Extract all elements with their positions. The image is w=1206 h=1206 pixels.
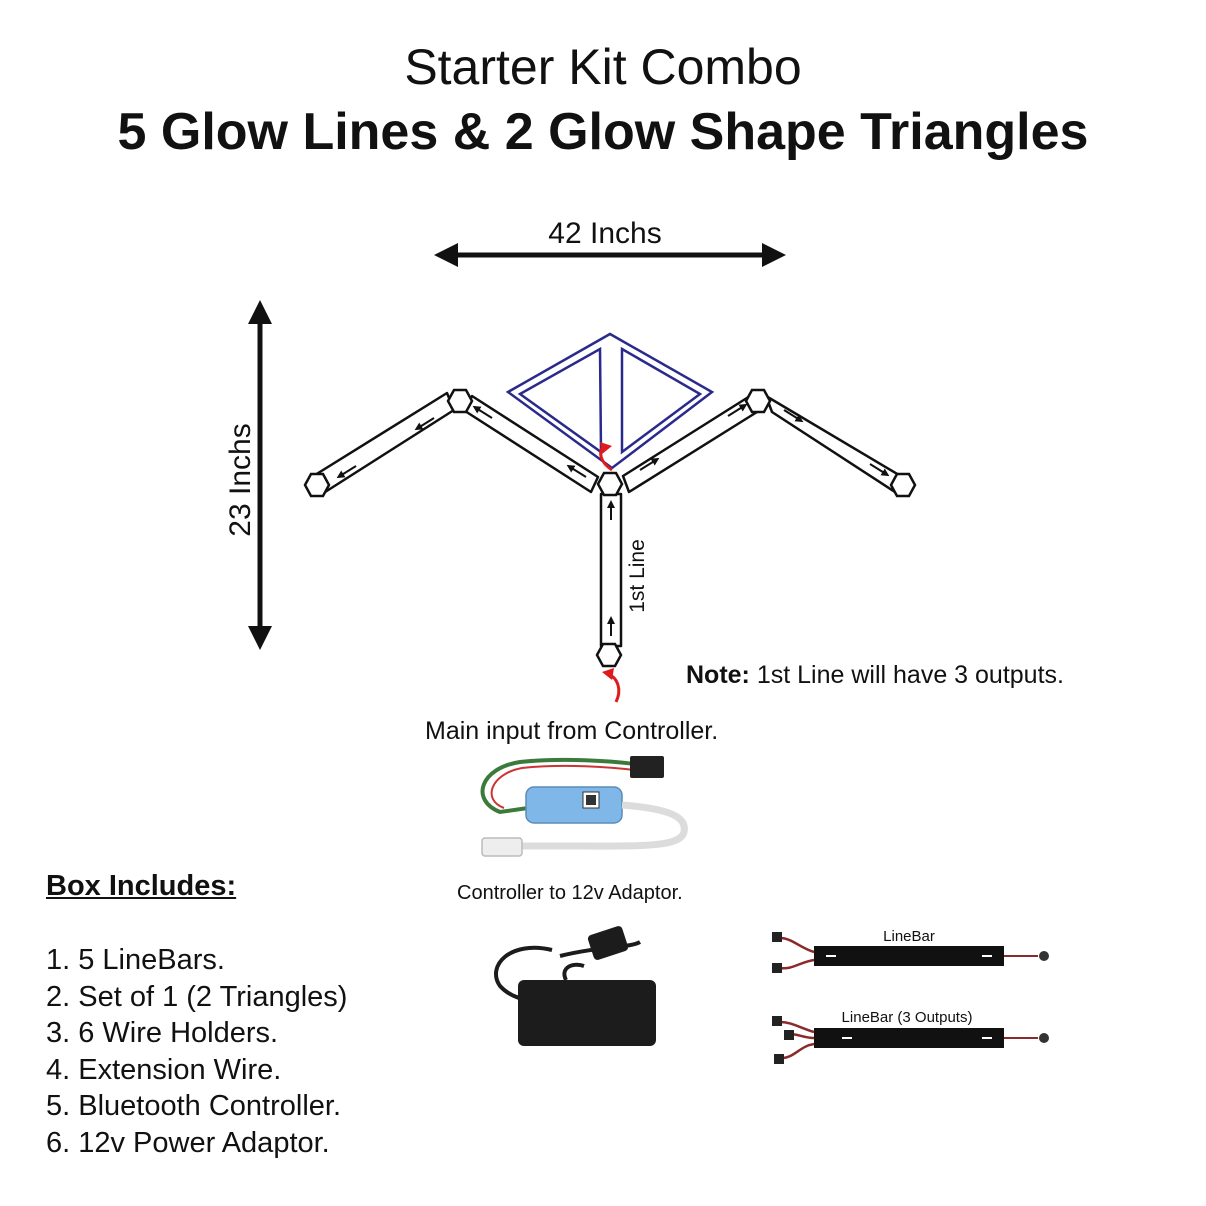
box-includes-heading: Box Includes: — [46, 870, 237, 902]
power-adaptor-image — [494, 926, 656, 1046]
controller-connector — [630, 756, 664, 778]
adaptor-plug — [587, 926, 629, 960]
height-dimension-arrow — [248, 300, 272, 650]
direction-arrow — [783, 409, 804, 423]
connector-hex-left-end — [303, 472, 331, 498]
triangle-right — [620, 346, 703, 455]
linebar-body — [814, 946, 1004, 966]
linebar-single-label: LineBar — [883, 928, 935, 945]
direction-arrow — [336, 465, 357, 479]
title-line-2: 5 Glow Lines & 2 Glow Shape Triangles — [117, 103, 1089, 161]
glow-triangles — [505, 332, 715, 470]
connector-hex-right-end — [889, 472, 917, 498]
triangle-left — [517, 346, 603, 455]
input-arrow-bottom — [602, 668, 621, 703]
bluetooth-controller-image — [480, 756, 688, 857]
note: Note: 1st Line will have 3 outputs. — [686, 661, 1064, 690]
linebar-image-single — [772, 932, 1049, 973]
controller-to-adaptor-label: Controller to 12v Adaptor. — [457, 882, 683, 904]
controller-dc-plug — [481, 837, 523, 857]
connector-hex-input — [595, 642, 623, 668]
direction-arrow — [639, 457, 660, 471]
linebar-body — [814, 1028, 1004, 1048]
list-item: 1. 5 LineBars. — [46, 944, 225, 976]
first-line-label: 1st Line — [626, 539, 649, 613]
direction-arrow — [472, 405, 493, 419]
box-includes-list: 1. 5 LineBars. 2. Set of 1 (2 Triangles)… — [46, 942, 347, 1161]
note-prefix: Note: — [686, 661, 750, 689]
width-label: 42 Inchs — [548, 217, 661, 250]
glowline-bar-left-outer — [313, 391, 456, 496]
height-label: 23 Inchs — [224, 423, 257, 536]
direction-arrow — [869, 463, 890, 477]
triangle-outer-outline — [505, 332, 715, 470]
adaptor-brick — [518, 980, 656, 1046]
list-item: 4. Extension Wire. — [46, 1053, 282, 1086]
list-item: 2. Set of 1 (2 Triangles) — [46, 980, 348, 1013]
controller-body — [525, 786, 623, 824]
list-item: 5. Bluetooth Controller. — [46, 1090, 342, 1122]
main-input-label: Main input from Controller. — [425, 717, 719, 745]
title-line-1: Starter Kit Combo — [404, 39, 802, 95]
direction-arrow — [566, 464, 587, 478]
linebar-three-outputs-label: LineBar (3 Outputs) — [842, 1009, 973, 1026]
list-item: 3. 6 Wire Holders. — [46, 1017, 279, 1049]
direction-arrow — [414, 417, 435, 431]
linebar-image-three-outputs — [772, 1016, 1049, 1064]
input-arrow-top — [599, 442, 613, 472]
connector-hex-left-joint — [446, 388, 474, 414]
direction-arrow — [727, 403, 748, 417]
width-dimension-arrow — [434, 243, 786, 267]
note-text: 1st Line will have 3 outputs. — [749, 661, 1064, 689]
connector-hex-right-joint — [744, 388, 772, 414]
connector-hex-center — [596, 471, 624, 497]
list-item: 6. 12v Power Adaptor. — [46, 1126, 330, 1159]
